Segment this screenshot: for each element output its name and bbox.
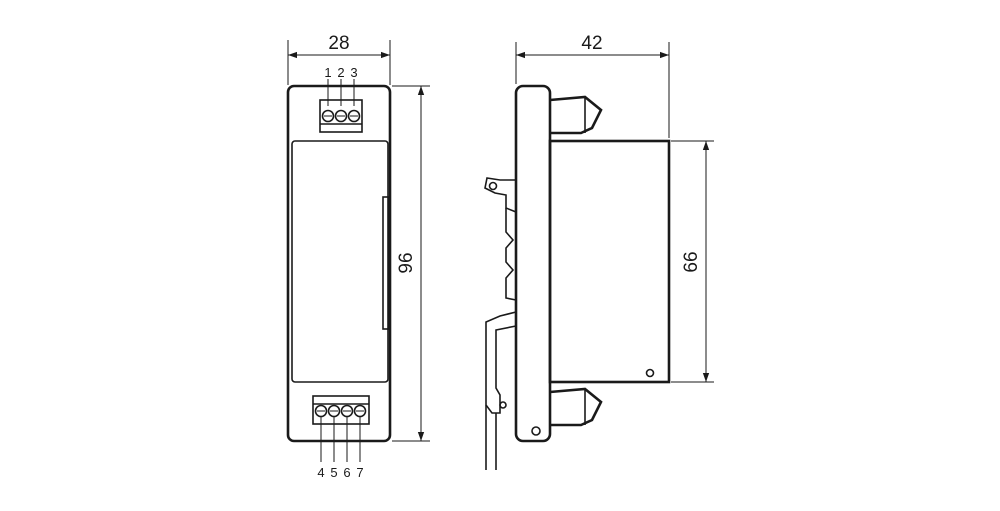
side-view: 42 66 — [484, 33, 714, 470]
side-marker-hole — [645, 368, 655, 378]
front-flange — [514, 84, 552, 443]
bottom-latch — [549, 387, 603, 427]
screw-terminal-1 — [321, 109, 335, 123]
terminal-label-7: 7 — [356, 465, 363, 480]
front-height-label: 96 — [396, 252, 417, 273]
screw-terminal-2 — [334, 109, 348, 123]
terminal-label-2: 2 — [337, 65, 344, 80]
side-height-label: 66 — [681, 251, 702, 272]
side-housing-body — [548, 139, 671, 384]
front-view: 28 1 2 3 — [286, 33, 430, 480]
screw-terminal-5 — [327, 404, 341, 418]
front-width-label: 28 — [328, 33, 349, 54]
side-rib — [382, 196, 390, 330]
side-height-dimension: 66 — [671, 140, 714, 383]
terminal-label-5: 5 — [330, 465, 337, 480]
front-height-dimension: 96 — [392, 85, 430, 442]
side-depth-dimension: 42 — [515, 33, 670, 138]
screw-terminal-4 — [314, 404, 328, 418]
bottom-terminal-block: 4 5 6 7 — [312, 395, 370, 480]
terminal-label-4: 4 — [317, 465, 324, 480]
din-rail-clip — [484, 177, 517, 470]
front-cover — [291, 140, 389, 383]
terminal-label-3: 3 — [350, 65, 357, 80]
side-depth-label: 42 — [581, 33, 602, 54]
terminal-label-6: 6 — [343, 465, 350, 480]
top-latch — [549, 95, 603, 135]
terminal-label-1: 1 — [324, 65, 331, 80]
screw-terminal-7 — [353, 404, 367, 418]
housing-outline — [286, 84, 392, 443]
top-terminal-block: 1 2 3 — [319, 65, 363, 133]
bottom-terminal-housing — [312, 395, 370, 425]
top-terminal-housing — [319, 99, 363, 133]
front-width-dimension: 28 — [287, 33, 391, 85]
flange-hole — [531, 426, 541, 436]
screw-terminal-3 — [347, 109, 361, 123]
screw-terminal-6 — [340, 404, 354, 418]
